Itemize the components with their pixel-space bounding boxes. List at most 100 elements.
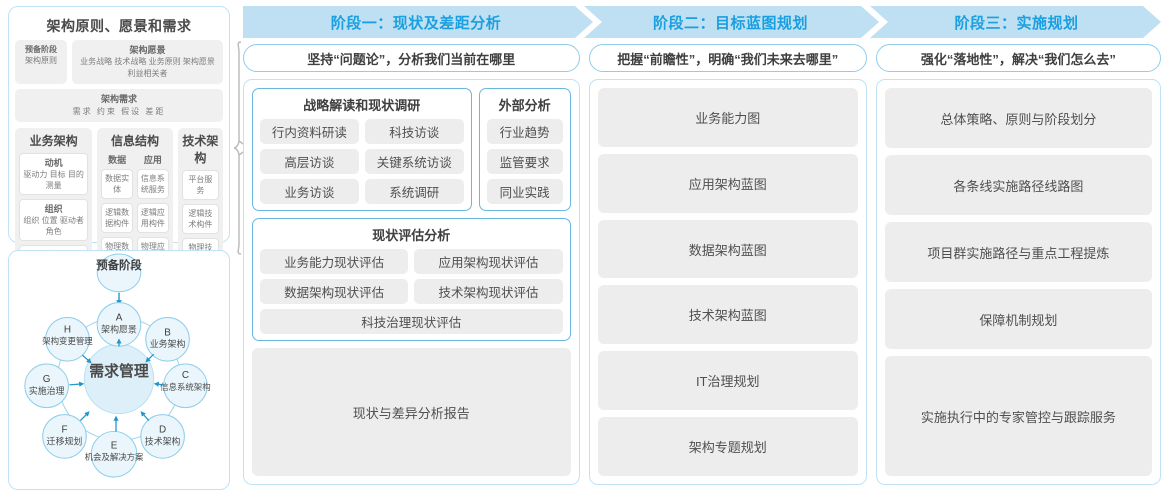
adm-node-prep bbox=[96, 253, 142, 293]
chevron-band bbox=[243, 6, 1161, 38]
strategy-survey-title: 战略解读和现状调研 bbox=[303, 98, 421, 113]
svg-text:G: G bbox=[43, 374, 51, 385]
business-cell-organization-sub: 组织 位置 驱动者 角色 bbox=[23, 216, 84, 236]
external-analysis-title: 外部分析 bbox=[498, 98, 551, 113]
svg-text:F: F bbox=[61, 424, 67, 435]
information-application-header: 应用 bbox=[143, 155, 162, 165]
stage-header-band: 阶段一：现状及差距分析 阶段二：目标蓝图规划 阶段三：实施规划 bbox=[243, 6, 1161, 38]
adm-node-e bbox=[90, 430, 138, 478]
adm-prep-line1: 预备阶段 bbox=[96, 258, 142, 272]
survey-chip[interactable]: 高层访谈 bbox=[260, 149, 359, 174]
current-state-evaluation-card: 现状评估分析 业务能力现状评估 应用架构现状评估 数据架构现状评估 技术架构现状… bbox=[252, 218, 571, 341]
adm-node-f bbox=[42, 414, 87, 459]
business-cell-motivation-title: 动机 bbox=[44, 158, 63, 168]
evaluation-chip[interactable]: 数据架构现状评估 bbox=[260, 279, 409, 304]
architecture-vision-title: 架构愿景 bbox=[129, 45, 166, 55]
stage-3-subtitle: 强化“落地性”，解决“我们怎么去” bbox=[875, 44, 1161, 72]
stage-2-subtitle: 把握“前瞻性”，明确“我们未来去哪里” bbox=[588, 44, 867, 72]
svg-text:D: D bbox=[159, 424, 166, 435]
strategy-survey-card: 战略解读和现状调研 行内资料研读 高层访谈 业务访谈 科技访谈 关键系统访谈 系… bbox=[252, 88, 472, 211]
svg-text:业务架构: 业务架构 bbox=[150, 338, 186, 349]
business-cell-organization: 组织 组织 位置 驱动者 角色 bbox=[19, 199, 89, 241]
business-architecture-title: 业务架构 bbox=[29, 134, 78, 148]
stage-2-item[interactable]: IT治理规划 bbox=[597, 351, 858, 411]
svg-text:架构变更管理: 架构变更管理 bbox=[42, 336, 93, 346]
external-analysis-card: 外部分析 行业趋势 监管要求 同业实践 bbox=[478, 88, 571, 211]
stage-1-title: 阶段一：现状及差距分析 bbox=[330, 14, 502, 32]
stage-2-body: 业务能力图 应用架构蓝图 数据架构蓝图 技术架构蓝图 IT治理规划 架构专题规划 bbox=[588, 79, 867, 485]
svg-text:机会及解决方案: 机会及解决方案 bbox=[85, 452, 144, 462]
adm-node-c bbox=[163, 363, 208, 409]
survey-chip[interactable]: 关键系统访谈 bbox=[364, 149, 464, 174]
information-application-column: 应用 信息系统服务 逻辑应用构件 物理应用构件 bbox=[136, 153, 169, 267]
svg-text:架构愿景: 架构愿景 bbox=[101, 323, 137, 334]
togaf-framework-panel: 架构原则、愿景和需求 预备阶段 架构原则 架构愿景 业务战略 技术战略 业务原则… bbox=[8, 6, 230, 341]
stage-3-item[interactable]: 总体策略、原则与阶段划分 bbox=[884, 88, 1152, 148]
adm-spoke-g bbox=[69, 381, 85, 387]
adm-node-g bbox=[24, 363, 69, 409]
business-cell-motivation: 动机 驱动力 目标 目的 测量 bbox=[19, 153, 89, 195]
svg-text:技术架构: 技术架构 bbox=[145, 435, 181, 446]
survey-chip[interactable]: 科技访谈 bbox=[364, 119, 464, 144]
architecture-vision-sub: 业务战略 技术战略 业务原则 架构愿景 利益相关者 bbox=[80, 57, 215, 78]
togaf-panel-title: 架构原则、愿景和需求 bbox=[46, 18, 192, 34]
information-application-item: 逻辑应用构件 bbox=[136, 203, 169, 233]
external-chip[interactable]: 行业趋势 bbox=[486, 119, 563, 144]
adm-node-b bbox=[145, 316, 190, 362]
gap-analysis-report-chip[interactable]: 现状与差异分析报告 bbox=[252, 348, 571, 476]
adm-spoke-c bbox=[153, 381, 164, 387]
stage-3-item[interactable]: 实施执行中的专家管控与跟踪服务 bbox=[884, 356, 1152, 476]
prep-phase-title: 预备阶段 bbox=[25, 45, 57, 54]
prep-phase-box: 预备阶段 架构原则 bbox=[15, 40, 67, 84]
stage-3-title: 阶段三：实施规划 bbox=[954, 14, 1079, 32]
stage-3-body: 总体策略、原则与阶段划分 各条线实施路径线路图 项目群实施路径与重点工程提炼 保… bbox=[875, 79, 1161, 485]
stage-2-item[interactable]: 技术架构蓝图 bbox=[597, 285, 858, 345]
stage-1-body: 战略解读和现状调研 行内资料研读 高层访谈 业务访谈 科技访谈 关键系统访谈 系… bbox=[243, 79, 580, 485]
technology-item: 平台服务 bbox=[181, 170, 219, 200]
evaluation-chip[interactable]: 业务能力现状评估 bbox=[260, 249, 409, 274]
stages-region: 阶段一：现状及差距分析 阶段二：目标蓝图规划 阶段三：实施规划 坚持“问题论”，… bbox=[243, 6, 1161, 493]
prep-vision-row: 预备阶段 架构原则 架构愿景 业务战略 技术战略 业务原则 架构愿景 利益相关者 bbox=[15, 40, 223, 84]
adm-spoke-f bbox=[79, 411, 90, 421]
stage-3-item[interactable]: 保障机制规划 bbox=[884, 289, 1152, 349]
current-state-evaluation-title: 现状评估分析 bbox=[372, 228, 451, 243]
adm-node-d bbox=[140, 414, 185, 459]
information-structure-title: 信息结构 bbox=[110, 134, 159, 148]
stage-2-title: 阶段二：目标蓝图规划 bbox=[652, 14, 808, 32]
prep-phase-sub: 架构原则 bbox=[25, 56, 57, 65]
survey-chip[interactable]: 业务访谈 bbox=[260, 179, 359, 204]
external-chip[interactable]: 监管要求 bbox=[486, 149, 563, 174]
evaluation-chip-full[interactable]: 科技治理现状评估 bbox=[260, 309, 563, 334]
evaluation-chip[interactable]: 技术架构现状评估 bbox=[414, 279, 563, 304]
information-data-header: 数据 bbox=[108, 155, 127, 165]
stage-2-item[interactable]: 业务能力图 bbox=[597, 88, 858, 147]
survey-chip[interactable]: 系统调研 bbox=[364, 179, 464, 204]
stage-3-item[interactable]: 项目群实施路径与重点工程提炼 bbox=[884, 222, 1152, 282]
svg-text:需求管理: 需求管理 bbox=[89, 362, 149, 380]
stage-2-item[interactable]: 数据架构蓝图 bbox=[597, 219, 858, 279]
stage-subtitle-row: 坚持“问题论”，分析我们当前在哪里 把握“前瞻性”，明确“我们未来去哪里” 强化… bbox=[243, 44, 1161, 72]
stage-1-top-row: 战略解读和现状调研 行内资料研读 高层访谈 业务访谈 科技访谈 关键系统访谈 系… bbox=[252, 88, 571, 211]
evaluation-chip[interactable]: 应用架构现状评估 bbox=[414, 249, 563, 274]
architecture-vision-box: 架构愿景 业务战略 技术战略 业务原则 架构愿景 利益相关者 bbox=[72, 40, 223, 84]
survey-chip[interactable]: 行内资料研读 bbox=[260, 119, 359, 144]
stage-2-item[interactable]: 架构专题规划 bbox=[597, 417, 858, 476]
architecture-requirement-title: 架构需求 bbox=[100, 94, 137, 104]
svg-text:迁移规划: 迁移规划 bbox=[47, 435, 83, 446]
adm-cycle-diagram: 需求管理 预备阶段 A 架构愿景 B 业务架构 C 信息系统架构 D bbox=[24, 253, 211, 478]
architecture-requirement-box: 架构需求 需求 约束 假设 差距 bbox=[15, 89, 223, 122]
information-data-item: 数据实体 bbox=[101, 169, 133, 199]
left-column: 架构原则、愿景和需求 预备阶段 架构原则 架构愿景 业务战略 技术战略 业务原则… bbox=[8, 6, 251, 493]
svg-text:信息系统架构: 信息系统架构 bbox=[160, 382, 210, 392]
external-chip[interactable]: 同业实践 bbox=[486, 179, 563, 204]
stage-2-item[interactable]: 应用架构蓝图 bbox=[597, 153, 858, 213]
adm-spoke-d bbox=[140, 411, 150, 421]
svg-text:B: B bbox=[164, 327, 171, 338]
stage-3-item[interactable]: 各条线实施路径线路图 bbox=[884, 155, 1152, 215]
adm-spoke-b bbox=[145, 353, 155, 363]
svg-text:C: C bbox=[182, 370, 189, 381]
stage-1-subtitle: 坚持“问题论”，分析我们当前在哪里 bbox=[243, 44, 580, 72]
svg-text:实施治理: 实施治理 bbox=[29, 385, 65, 396]
technology-architecture-title: 技术架构 bbox=[182, 134, 219, 165]
